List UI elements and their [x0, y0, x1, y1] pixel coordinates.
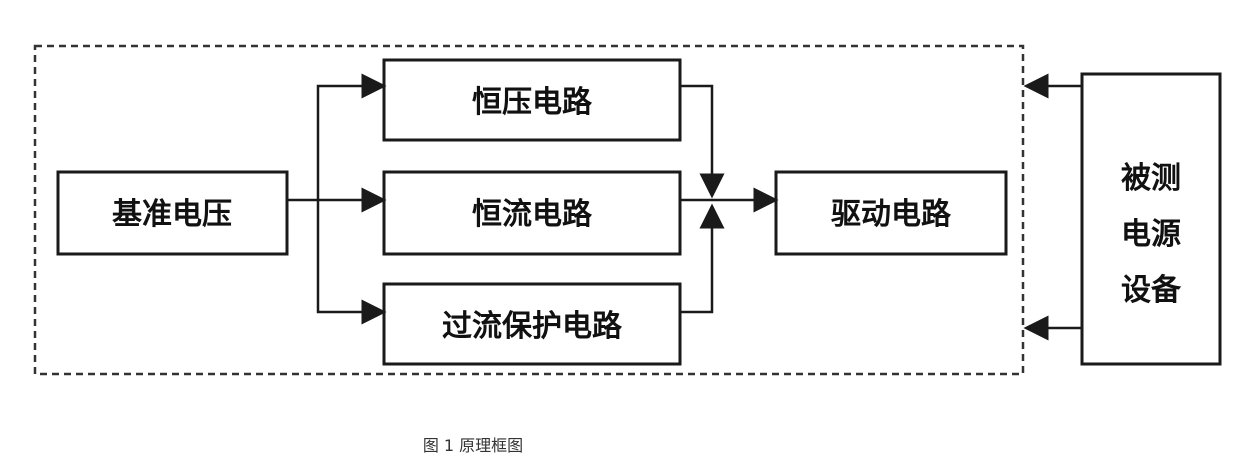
cv-to-junction-wire: [680, 84, 725, 199]
driver-box: [774, 170, 1008, 256]
overcurrent-protection-box: [382, 282, 682, 366]
ref-to-ocp-wire: [316, 200, 387, 325]
dut-label-line-2: 电源: [1121, 217, 1181, 252]
system-boundary: [33, 44, 1025, 376]
reference-voltage-label: 基准电压: [112, 197, 232, 232]
constant-current-box: [382, 170, 682, 256]
figure-caption: 图 1 原理框图: [422, 436, 524, 455]
dut-label-line-3: 设备: [1121, 273, 1182, 308]
driver-label: 驱动电路: [831, 197, 952, 232]
constant-voltage-box: [382, 58, 682, 142]
constant-voltage-label: 恒压电路: [472, 85, 593, 120]
constant-current-label: 恒流电路: [472, 197, 593, 232]
reference-voltage-box: [56, 170, 289, 256]
ocp-to-junction-wire: [680, 203, 725, 314]
overcurrent-protection-label: 过流保护电路: [442, 309, 623, 344]
dut-label-line-1: 被测: [1121, 161, 1181, 196]
ref-to-cv-wire: [316, 73, 387, 200]
dut-box: [1080, 72, 1222, 366]
